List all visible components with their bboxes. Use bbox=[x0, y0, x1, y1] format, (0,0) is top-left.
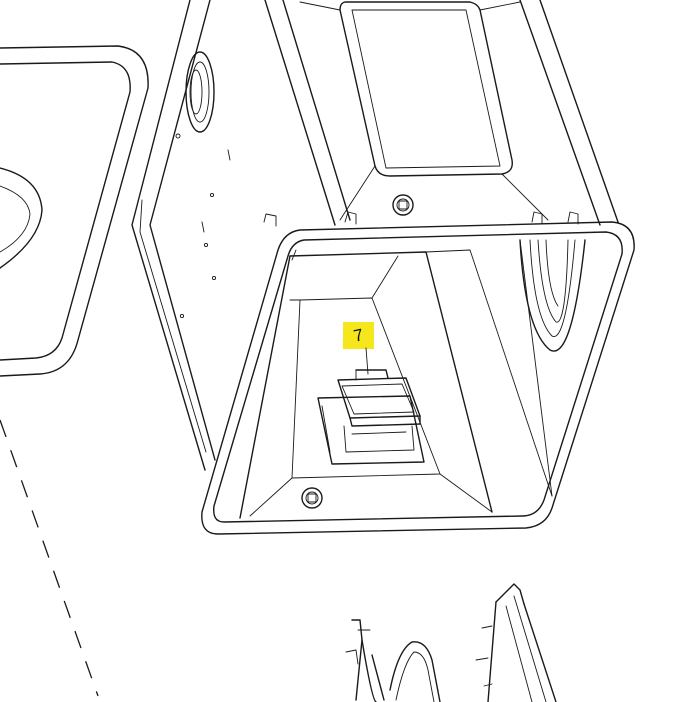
left-panel bbox=[0, 45, 149, 377]
callout-leader bbox=[365, 347, 369, 375]
housing-body bbox=[131, 0, 619, 471]
part-7-block bbox=[317, 369, 425, 465]
alignment-dashed-line bbox=[0, 419, 99, 697]
bracket-parts bbox=[345, 583, 557, 702]
front-frame bbox=[201, 221, 635, 535]
callout-highlight bbox=[343, 322, 374, 349]
